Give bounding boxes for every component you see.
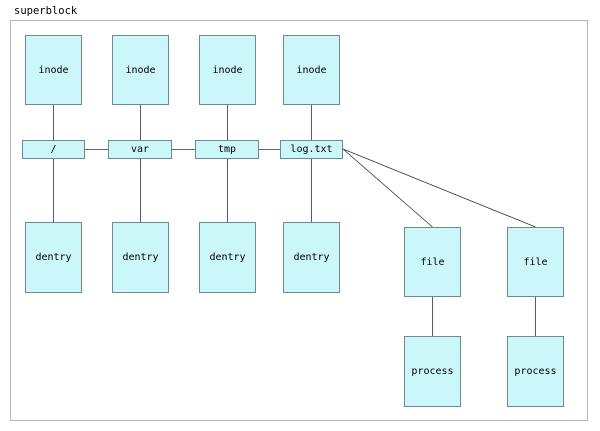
dentry-box: dentry	[25, 222, 82, 293]
dentry-box: dentry	[112, 222, 169, 293]
inode-box: inode	[112, 35, 169, 105]
link-logtxt-file-2	[342, 148, 536, 228]
superblock-label: superblock	[14, 5, 78, 17]
file-box: file	[507, 227, 564, 297]
path-node-var: var	[108, 140, 172, 159]
inode-box: inode	[199, 35, 256, 105]
dentry-box: dentry	[283, 222, 340, 293]
process-box: process	[404, 336, 461, 407]
path-node-logtxt: log.txt	[280, 140, 343, 159]
superblock-frame	[10, 20, 588, 421]
path-node-root: /	[22, 140, 85, 159]
path-node-tmp: tmp	[195, 140, 259, 159]
inode-box: inode	[283, 35, 340, 105]
dentry-box: dentry	[199, 222, 256, 293]
process-box: process	[507, 336, 564, 407]
link-logtxt-file-1	[342, 148, 433, 228]
inode-box: inode	[25, 35, 82, 105]
file-box: file	[404, 227, 461, 297]
